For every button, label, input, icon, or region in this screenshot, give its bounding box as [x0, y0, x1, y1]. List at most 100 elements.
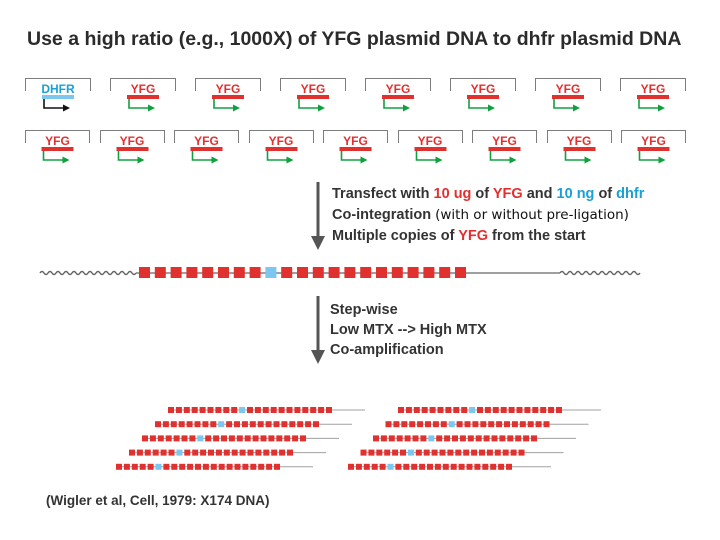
yfg-copy [467, 435, 474, 442]
promoter-arrowhead-icon [211, 156, 219, 164]
yfg-copy [427, 463, 433, 470]
yfg-copy [215, 407, 222, 413]
yfg-copy [360, 267, 372, 278]
yfg-gene [212, 95, 244, 99]
promoter-arrowhead-icon [509, 156, 517, 164]
plasmid-label: YFG [268, 134, 294, 148]
yfg-copy [407, 267, 419, 278]
yfg-gene [190, 147, 223, 151]
yfg-copy [139, 267, 150, 278]
yfg-copy [393, 421, 400, 428]
yfg-plasmid: YFG [110, 78, 176, 112]
yfg-copy [494, 449, 501, 456]
yfg-copy [405, 407, 412, 413]
yfg-plasmid: YFG [99, 130, 165, 164]
yfg-copy [475, 435, 482, 442]
yfg-gene [637, 95, 669, 99]
yfg-copy [328, 267, 340, 278]
dhfr-copy [197, 435, 204, 442]
yfg-copy [163, 463, 170, 470]
promoter-arrowhead-icon [658, 156, 666, 164]
promoter-arrowhead-icon [573, 104, 580, 112]
dhfr-copy [155, 463, 162, 470]
yfg-gene [41, 147, 74, 151]
yfg-copy [518, 449, 525, 456]
yfg-copy [123, 463, 130, 470]
yfg-copy [287, 449, 293, 456]
plasmid-backbone [25, 78, 91, 91]
yfg-copy [548, 407, 555, 413]
yfg-copy [455, 267, 466, 278]
yfg-gene [563, 147, 595, 151]
plasmid-label: YFG [119, 134, 145, 148]
step1-line2: Co-integration (with or without pre-liga… [332, 207, 629, 223]
yfg-copy [195, 463, 201, 470]
yfg-plasmid: YFG [621, 130, 686, 164]
yfg-copy [175, 407, 182, 413]
yfg-plasmid: YFG [365, 78, 431, 112]
yfg-copy [173, 435, 180, 442]
yfg-copy [429, 407, 436, 413]
dhfr-copy [239, 407, 246, 413]
promoter-arrow-icon [489, 151, 511, 161]
yfg-plasmid: YFG [450, 78, 516, 112]
yfg-copy [440, 421, 447, 428]
yfg-copy [490, 463, 497, 470]
yfg-copy [459, 435, 466, 442]
yfg-copy [262, 407, 269, 413]
yfg-copy [171, 463, 178, 470]
yfg-copy [252, 435, 259, 442]
yfg-copy [421, 407, 428, 413]
promoter-arrow-icon [564, 151, 585, 161]
yfg-copy [363, 463, 370, 470]
yfg-plasmid: YFG [280, 78, 346, 112]
yfg-copy [348, 463, 354, 470]
yfg-copy [152, 449, 159, 456]
promoter-arrowhead-icon [233, 104, 240, 112]
yfg-copy [255, 449, 262, 456]
yfg-copy [507, 435, 514, 442]
yfg-copy [191, 407, 198, 413]
yfg-copy [395, 463, 402, 470]
yfg-copy [409, 421, 416, 428]
yfg-copy [480, 421, 487, 428]
yfg-copy [234, 421, 240, 428]
yfg-copy [483, 435, 490, 442]
yfg-copy [274, 463, 280, 470]
yfg-copy [144, 449, 151, 456]
plasmid-label: YFG [45, 134, 70, 148]
yfg-copy [368, 449, 375, 456]
yfg-copy [202, 421, 209, 428]
yfg-copy [385, 421, 392, 428]
yfg-copy [474, 463, 481, 470]
yfg-copy [226, 421, 233, 428]
yfg-copy [436, 435, 443, 442]
yfg-copy [218, 463, 225, 470]
yfg-copy [456, 421, 463, 428]
dhfr-plasmid: DHFR [25, 78, 91, 112]
yfg-copy [170, 421, 177, 428]
plasmid-backbone [110, 78, 176, 91]
dhfr-copy [448, 421, 455, 428]
promoter-arrowhead-icon [148, 104, 155, 112]
yfg-copy [257, 421, 264, 428]
yfg-copy [464, 421, 471, 428]
promoter-arrowhead-icon [360, 156, 368, 164]
yfg-copy [249, 267, 261, 278]
promoter-arrow-icon [415, 151, 436, 161]
yfg-copy [266, 463, 273, 470]
yfg-copy [423, 267, 435, 278]
yfg-copy [523, 435, 530, 442]
yfg-copy [556, 407, 562, 413]
yfg-copy [423, 449, 430, 456]
yfg-copy [231, 407, 238, 413]
yfg-copy [400, 449, 406, 456]
promoter-arrow-icon [43, 99, 64, 109]
promoter-arrow-icon [468, 99, 489, 109]
plasmid-label: YFG [641, 134, 666, 148]
plasmid-backbone [323, 130, 388, 143]
yfg-copy [425, 421, 431, 428]
yfg-copy [461, 407, 468, 413]
yfg-plasmid: YFG [620, 78, 686, 112]
yfg-gene [552, 95, 584, 99]
